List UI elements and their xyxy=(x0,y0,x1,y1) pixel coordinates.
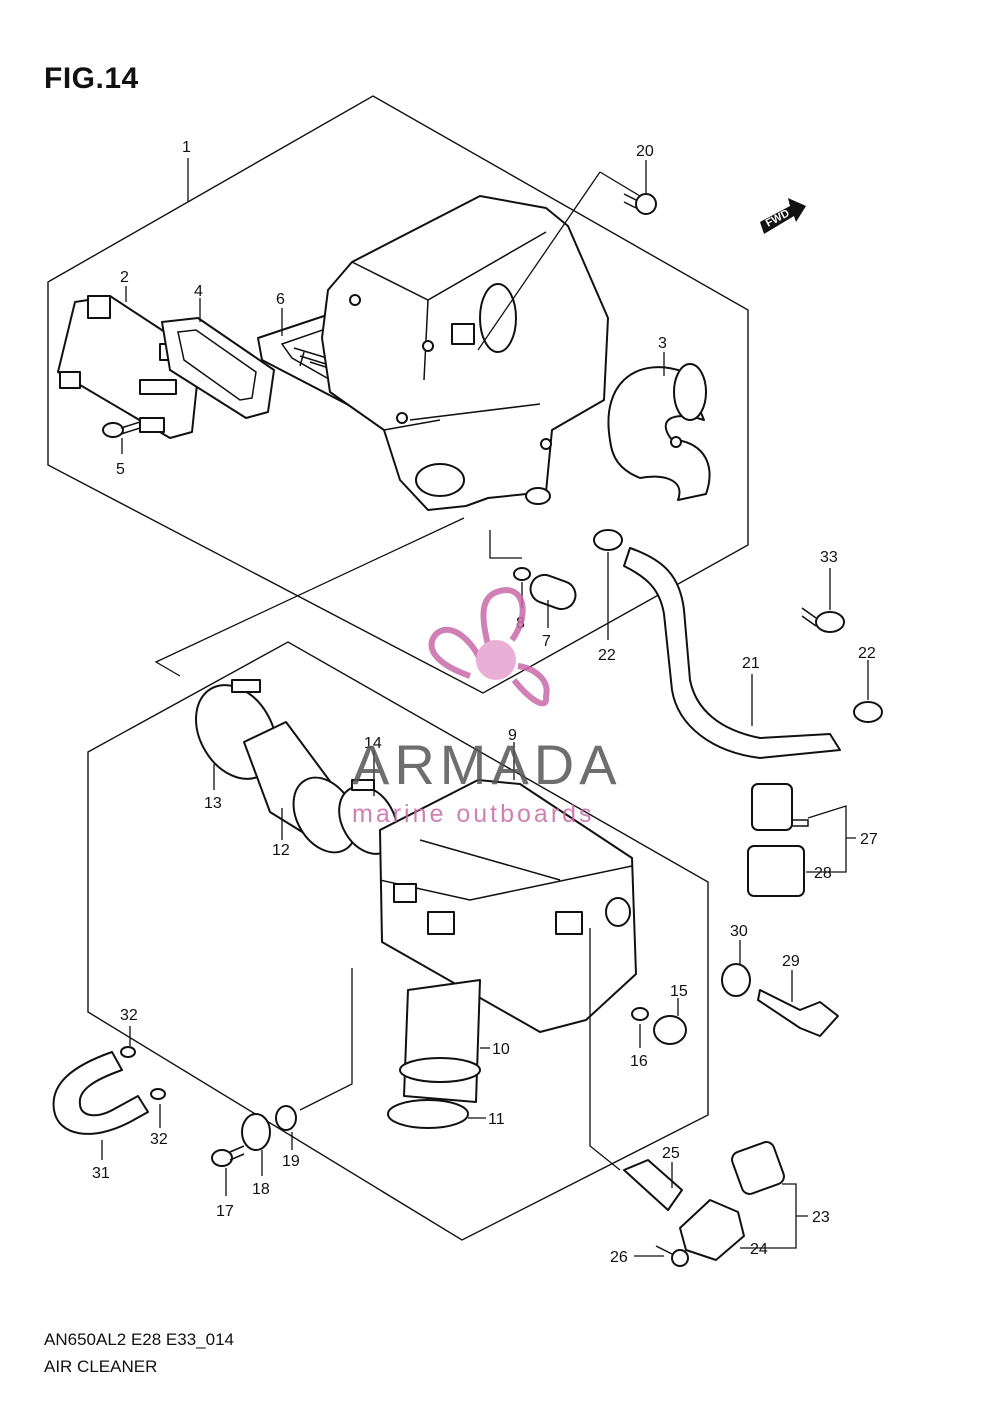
callout-label: 33 xyxy=(820,549,838,566)
callout-label: 1 xyxy=(182,139,191,156)
callout-label: 29 xyxy=(782,953,800,970)
callout-label: 24 xyxy=(750,1241,768,1258)
callout-label: 32 xyxy=(150,1131,168,1148)
bolt-part xyxy=(102,421,141,438)
clamp-part xyxy=(387,1099,469,1129)
bolt-part xyxy=(211,1145,245,1167)
clip-part xyxy=(120,1046,166,1100)
callout-label: 4 xyxy=(194,283,203,300)
watermark-brand: ARMADA xyxy=(352,733,622,796)
callout-label: 22 xyxy=(598,647,616,664)
bolt-part xyxy=(801,607,845,633)
callout-label: 27 xyxy=(860,831,878,848)
gasket-part xyxy=(161,317,275,419)
callout-label: 31 xyxy=(92,1165,110,1182)
callout-label: 13 xyxy=(204,795,222,812)
callout-label: 22 xyxy=(858,645,876,662)
screw-part xyxy=(623,193,657,215)
propeller-logo xyxy=(428,586,550,707)
callout-label: 19 xyxy=(282,1153,300,1170)
callout-label: 5 xyxy=(116,461,125,478)
pressure-sensor-part xyxy=(751,783,809,831)
upper-assembly-frame xyxy=(47,95,749,694)
plug-cap-part xyxy=(653,1015,687,1045)
sensor-cover-part xyxy=(679,1199,745,1261)
callout-label: 15 xyxy=(670,983,688,1000)
air-cleaner-lower-case-part xyxy=(379,779,637,1033)
callout-label: 3 xyxy=(658,335,667,352)
fwd-label: FWD xyxy=(764,207,792,229)
outlet-tube-part xyxy=(399,979,481,1103)
lower-assembly-frame xyxy=(87,641,709,1241)
leader-lines xyxy=(101,158,869,1257)
clip-part xyxy=(631,1007,649,1021)
callout-label: 25 xyxy=(662,1145,680,1162)
temperature-sensor-part xyxy=(757,989,839,1037)
intake-elbow-part xyxy=(607,363,711,501)
diagram-name: AIR CLEANER xyxy=(44,1357,158,1376)
air-cleaner-case-part xyxy=(321,195,609,511)
callout-label: 10 xyxy=(492,1041,510,1058)
drain-hose-part xyxy=(52,1051,149,1135)
callout-label: 21 xyxy=(742,655,760,672)
clip-part xyxy=(513,567,531,581)
collar-part xyxy=(275,1105,297,1131)
callout-label: 30 xyxy=(730,923,748,940)
callout-label: 23 xyxy=(812,1209,830,1226)
inlet-duct-part xyxy=(243,721,358,854)
callout-label: 11 xyxy=(488,1111,505,1128)
callout-label: 16 xyxy=(630,1053,648,1070)
callout-label: 6 xyxy=(276,291,285,308)
callout-label: 12 xyxy=(272,842,290,859)
grommet-part xyxy=(241,1113,271,1151)
model-code: AN650AL2 E28 E33_014 xyxy=(44,1330,234,1349)
sensor-cover-part xyxy=(747,845,805,897)
callout-label: 20 xyxy=(636,143,654,160)
callout-label: 14 xyxy=(364,735,382,752)
callout-label: 7 xyxy=(542,633,551,650)
washer-part xyxy=(721,963,751,997)
callout-label: 28 xyxy=(814,865,832,882)
sensor-part xyxy=(731,1141,785,1195)
armada-watermark: ARMADA marine outboards xyxy=(352,586,622,828)
hose-part xyxy=(623,547,841,759)
callout-label: 9 xyxy=(508,727,517,744)
callout-label: 32 xyxy=(120,1007,138,1024)
callout-label: 26 xyxy=(610,1249,628,1266)
hose-clamp-part xyxy=(593,529,883,723)
forward-direction-marker: FWD xyxy=(760,198,806,234)
callout-label: 18 xyxy=(252,1181,270,1198)
callout-label: 17 xyxy=(216,1203,234,1220)
screw-part xyxy=(655,1245,689,1267)
watermark-tagline: marine outboards xyxy=(352,800,595,828)
callout-label: 2 xyxy=(120,269,129,286)
figure-title: FIG.14 xyxy=(44,62,139,95)
drain-cap-part xyxy=(529,573,577,611)
bracket-part xyxy=(623,1159,683,1211)
